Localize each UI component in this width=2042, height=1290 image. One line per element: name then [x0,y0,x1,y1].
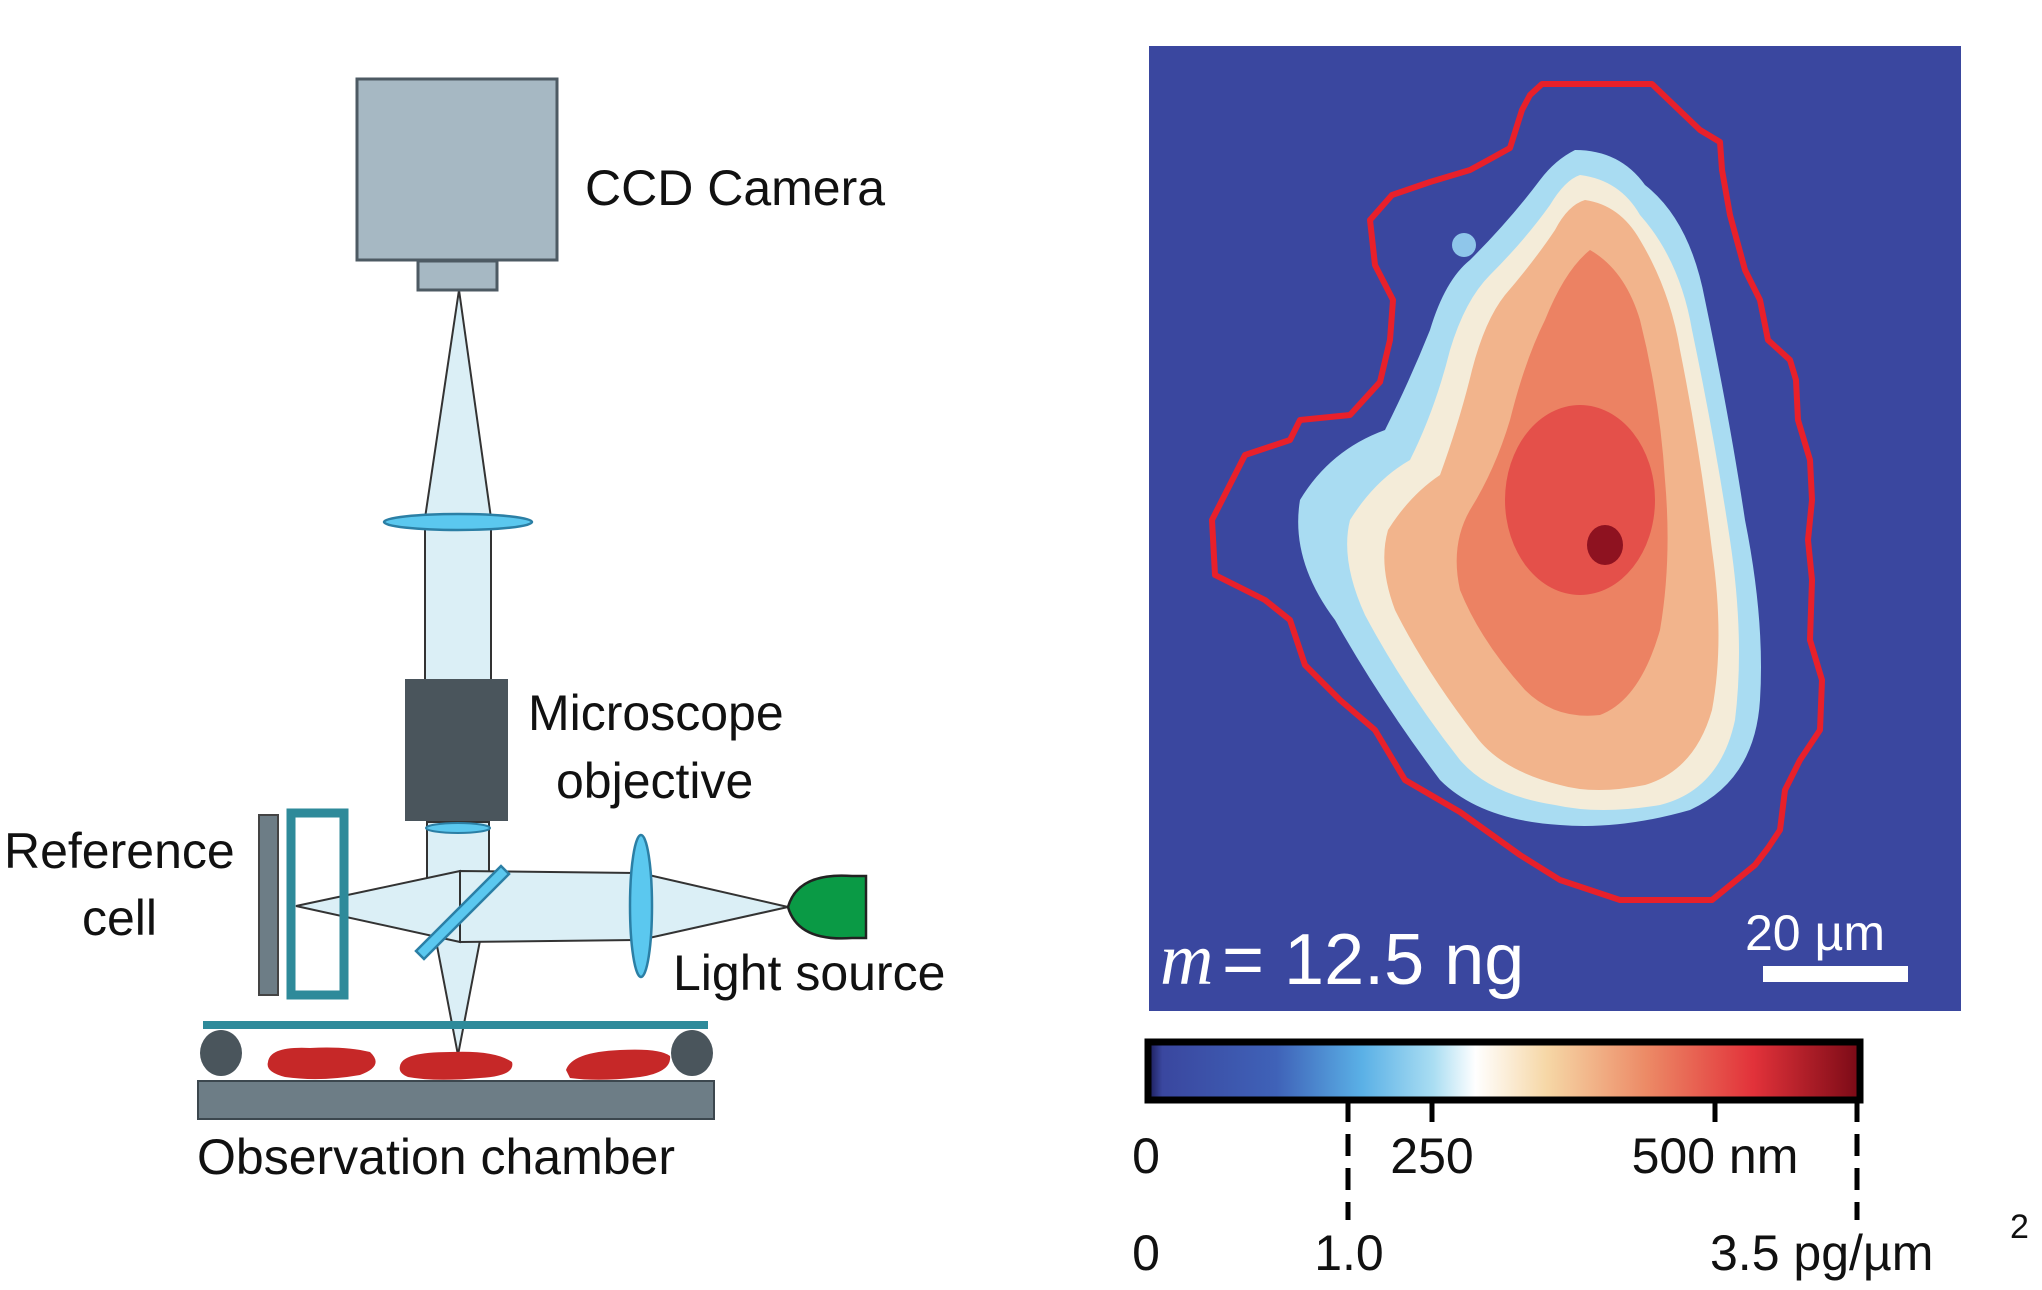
reference-mirror [258,814,279,996]
mass-tick-1: 1.0 [1314,1225,1384,1281]
label-microscope: Microscope [528,685,784,741]
label-observation-chamber: Observation chamber [197,1129,675,1185]
sample-cell-2 [399,1051,513,1080]
cell-nucleus-region [1505,405,1655,595]
mass-tick-max: 3.5 pg/µm [1710,1225,1933,1281]
mass-value: = 12.5 ng [1222,920,1524,1000]
label-light-source: Light source [673,945,945,1001]
cell-contour [1209,81,1825,903]
cell-hotspot [1587,525,1623,565]
label-objective: objective [556,753,753,809]
tube-lens [382,512,534,532]
thickness-tick-500: 500 nm [1632,1128,1799,1184]
thickness-tick-0: 0 [1132,1128,1160,1184]
scale-bar [1763,966,1908,982]
microscope-objective [405,679,508,821]
cell-fragment [1452,233,1476,257]
sample-cell-1 [267,1047,376,1080]
beam-upper [423,289,493,519]
mass-symbol: m [1160,919,1213,1001]
label-cell: cell [82,890,157,946]
mass-tick-0: 0 [1132,1225,1160,1281]
beam-middle [424,519,492,681]
ccd-camera-body [355,77,559,262]
phase-image-panel: m = 12.5 ng 20 µm [1149,46,1961,1011]
beam-to-sample [431,924,485,1056]
colorbar: 0 250 500 nm 0 1.0 3.5 pg/µm 2 [1132,1038,2029,1281]
mass-unit-exponent: 2 [2010,1208,2029,1246]
chamber-cover-slip [203,1021,708,1029]
label-ccd-camera: CCD Camera [585,160,885,216]
sample-cell-3 [566,1049,671,1080]
chamber-spacer-left [200,1030,242,1076]
scale-bar-label: 20 µm [1745,905,1885,961]
reference-cell-frame [286,808,349,1000]
beam-source [639,871,789,942]
label-reference: Reference [4,823,235,879]
chamber-base [197,1080,715,1120]
light-source [786,874,868,940]
objective-front-lens [425,822,491,834]
beam-splitter [414,864,511,961]
chamber-spacer-right [671,1030,713,1076]
optical-setup-diagram: CCD Camera Microscope objective Light so… [4,77,945,1185]
colorbar-gradient [1144,1038,1864,1104]
collimating-lens [628,833,654,979]
thickness-tick-250: 250 [1390,1128,1473,1184]
ccd-camera-mount [416,259,499,292]
